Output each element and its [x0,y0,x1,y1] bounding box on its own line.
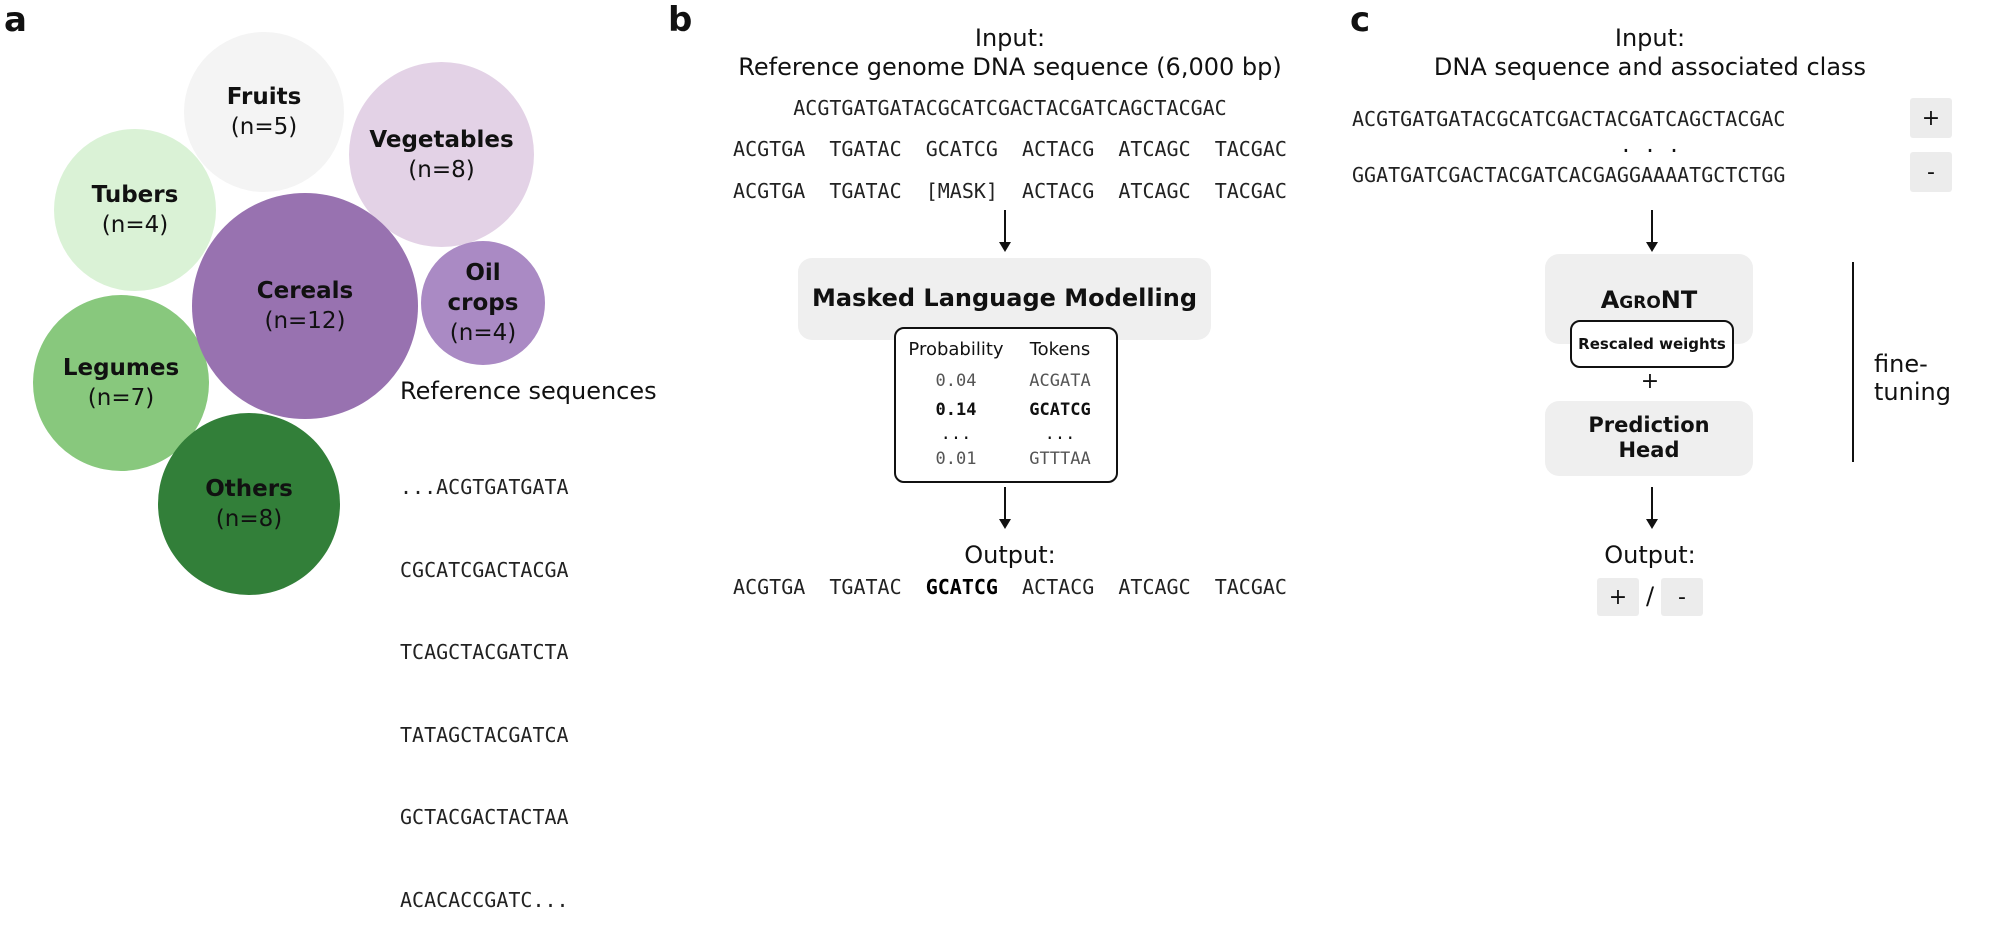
output-sequence: ACGTGA TGATAC GCATCG ACTACG ATCAGC TACGA… [690,575,1330,599]
bubble-count: (n=8) [215,506,283,532]
bubble-label: Legumes [62,355,180,381]
bubble-label: Vegetables [369,126,514,153]
output-title: Output: [1604,541,1696,569]
bubble-label: Others [205,476,293,502]
model-name: AgroNT [1600,286,1698,314]
fine-tuning-label: fine-tuning [1874,350,1951,406]
reference-sequence-line: TCAGCTACGATCTA [400,640,569,664]
output-positive-badge: + [1597,578,1639,616]
plus-sign: + [1640,369,1660,394]
bubble-label: Fruits [226,84,302,110]
bubble-label: Cereals [256,278,354,304]
bubble-oil-crops: Oil crops (n=4) [421,241,545,365]
bubble-count: (n=4) [101,212,169,238]
tokens-header: Tokens [1029,339,1091,360]
output-separator: / [1645,582,1655,610]
probability-value-top: 0.14 [935,400,977,420]
bubble-count: (n=8) [408,156,475,183]
token-value: GTTTAA [1029,449,1091,469]
token-ellipsis: ... [1044,424,1076,444]
class-positive-badge: + [1910,98,1952,138]
mlm-title: Masked Language Modelling [811,284,1198,312]
probability-value: 0.01 [935,449,977,469]
arrow-down [1646,487,1658,529]
bubble-count: (n=4) [449,320,517,346]
reference-sequence-line: CGCATCGACTACGA [400,557,569,582]
probability-ellipsis: ... [940,424,972,444]
reference-sequence-line: ...ACGTGATGATA [400,475,569,499]
input-subtitle: DNA sequence and associated class [1433,53,1867,81]
bubble-tubers: Tubers (n=4) [54,129,216,291]
bubble-label: crops [447,290,519,316]
class-negative-badge: - [1910,152,1952,192]
panel-a-label: a [4,0,27,40]
token-value: ACGATA [1029,371,1091,391]
token-value-top: GCATCG [1029,400,1091,420]
arrow-down [1646,210,1658,252]
reference-sequences-title: Reference sequences [400,377,657,405]
probability-header: Probability [908,339,1004,360]
panel-c-label: c [1350,0,1371,40]
input-title: Input: [1614,24,1686,52]
rescaled-weights-box [1570,320,1734,368]
bubble-cereals: Cereals (n=12) [192,193,418,419]
bubble-label: Oil [465,260,501,286]
dna-sequence-negative: GGATGATCGACTACGATCACGAGGAAAATGCTCTGG [1352,163,1786,187]
dna-sequence-masked: ACGTGA TGATAC [MASK] ACTACG ATCAGC TACGA… [733,179,1287,203]
reference-sequence-line: GCTACGACTACTAA [400,805,569,829]
bubble-count: (n=5) [230,114,298,140]
input-title: Input: [974,24,1046,52]
mlm-box [798,258,1211,340]
panel-b-label: b [668,0,693,40]
dna-sequence-full: ACGTGATGATACGCATCGACTACGATCAGCTACGAC [793,96,1227,120]
input-subtitle: Reference genome DNA sequence (6,000 bp) [738,53,1282,81]
bubble-count: (n=7) [87,385,155,411]
arrow-down [999,210,1011,252]
rescaled-weights-label: Rescaled weights [1578,335,1726,353]
bubble-others: Others (n=8) [158,413,340,595]
prediction-head-box [1545,401,1753,476]
dna-sequence-positive: ACGTGATGATACGCATCGACTACGATCAGCTACGAC [1352,107,1786,131]
probability-value: 0.04 [935,371,977,391]
dna-sequence-tokenized: ACGTGA TGATAC GCATCG ACTACG ATCAGC TACGA… [733,137,1287,161]
reference-sequence-line: ACACACCGATC... [400,887,569,912]
bubble-fruits: Fruits (n=5) [184,32,344,192]
bubble-vegetables: Vegetables (n=8) [349,62,534,247]
output-title: Output: [964,541,1056,569]
prediction-table [894,327,1118,483]
output-seq-suffix: ACTACG ATCAGC TACGAC [997,575,1287,599]
bubble-legumes: Legumes (n=7) [33,295,209,471]
fine-tuning-bracket [1852,262,1854,462]
sequence-ellipsis: . . . [1619,133,1681,157]
output-seq-predicted: GCATCG [925,575,998,599]
bubble-label: Tubers [91,182,179,208]
output-seq-prefix: ACGTGA TGATAC [733,575,926,599]
prediction-head-label-2: Head [1618,438,1680,462]
prediction-head-label-1: Prediction [1588,413,1710,437]
reference-sequence-line: TATAGCTACGATCA [400,722,569,747]
output-negative-badge: - [1661,578,1703,616]
arrow-down [999,487,1011,529]
bubble-count: (n=12) [264,308,346,334]
reference-sequences-block: ...ACGTGATGATA CGCATCGACTACGA TCAGCTACGA… [400,419,569,942]
